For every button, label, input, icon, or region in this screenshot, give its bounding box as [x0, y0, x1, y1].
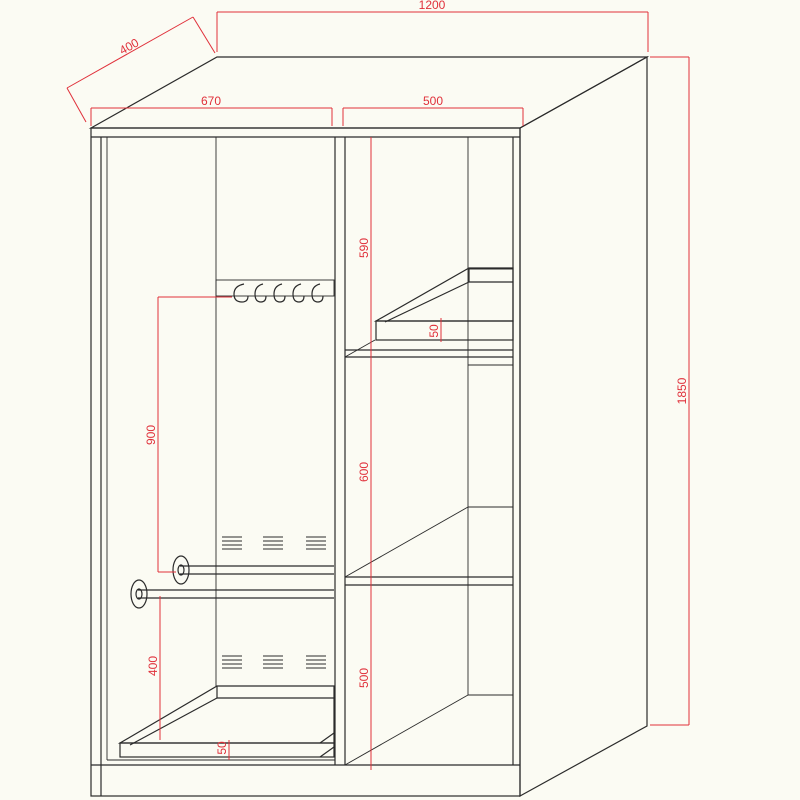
hook-rail: [215, 279, 335, 297]
dim-total-width: 1200: [216, 0, 649, 52]
dim-hook-height-text: 900: [144, 425, 158, 445]
hook-3: [273, 283, 286, 303]
dim-rod-height-text: 400: [146, 656, 160, 676]
dim-lower-shelf-text: 500: [357, 668, 371, 688]
rod-flange: [172, 555, 190, 585]
dim-left-width: 670: [90, 94, 333, 126]
hooks: [233, 283, 324, 303]
vent: [222, 655, 242, 669]
dim-upper-shelf-text: 590: [357, 238, 371, 258]
vents-lower: [222, 655, 326, 669]
right-compartment: [344, 137, 514, 766]
cabinet-body: [88, 55, 650, 798]
dim-left-width-text: 670: [201, 94, 221, 108]
dim-middle-shelf-text: 600: [357, 462, 371, 482]
rod-upper: [172, 555, 334, 585]
hook-4: [292, 283, 305, 303]
dim-base-tray-thickness-text: 50: [215, 741, 229, 755]
front-frame-outer: [90, 127, 521, 797]
rod-flange: [130, 579, 148, 609]
vent: [263, 536, 283, 550]
bottom-tray: [107, 685, 335, 761]
dim-right-width-text: 500: [423, 94, 443, 108]
dim-right-width: 500: [342, 94, 524, 126]
left-compartment: [107, 137, 335, 761]
dim-total-width-text: 1200: [419, 0, 446, 12]
rod-lower: [130, 579, 334, 609]
shelf-2: [344, 506, 513, 586]
shelf-1: [344, 339, 513, 358]
upper-tray: [373, 267, 514, 341]
vent: [306, 536, 326, 550]
dim-rod-height: 400: [146, 596, 161, 740]
hook-2: [254, 283, 267, 303]
vents-upper: [222, 536, 326, 550]
dim-height: 1850: [650, 56, 690, 726]
vent: [222, 536, 242, 550]
vent: [306, 655, 326, 669]
dim-upper-tray-thickness-text: 50: [427, 324, 441, 338]
vent: [263, 655, 283, 669]
dim-upper-tray-thickness: 50: [427, 318, 442, 342]
dim-height-text: 1850: [675, 377, 689, 404]
dimensions: 1200 400 670 500 1850: [66, 0, 690, 770]
dim-hook-height: 900: [144, 296, 232, 573]
shelf-bottom: [344, 694, 469, 766]
hook-5: [311, 283, 324, 303]
dim-base-tray-thickness: 50: [215, 740, 230, 760]
hook-1: [233, 283, 249, 303]
